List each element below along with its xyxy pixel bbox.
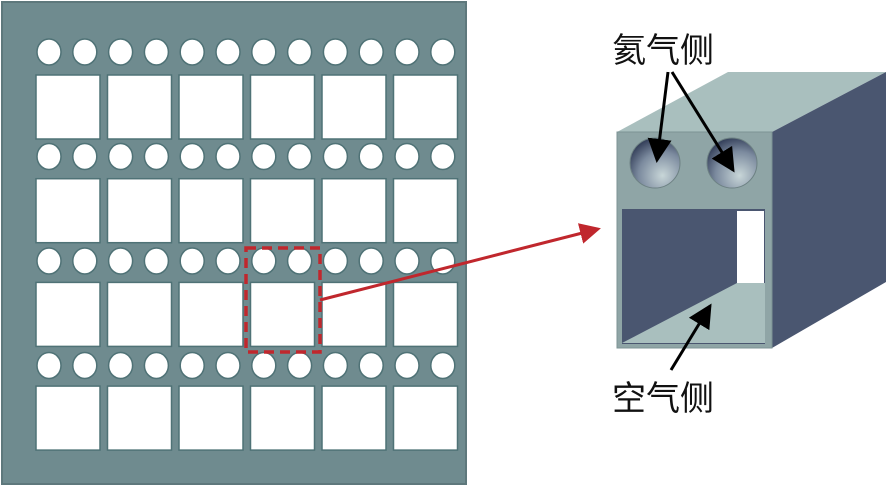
highlight-box xyxy=(244,246,322,354)
helium-hole xyxy=(72,142,98,171)
zoom-arrow xyxy=(319,223,601,302)
box-top-face xyxy=(617,72,886,132)
helium-hole xyxy=(430,142,456,171)
helium-channel-right xyxy=(706,137,758,189)
helium-hole xyxy=(107,247,134,275)
helium-hole xyxy=(251,142,277,171)
helium-hole xyxy=(286,351,313,380)
helium-hole xyxy=(358,38,384,66)
helium-hole xyxy=(36,142,62,171)
air-channel-slot xyxy=(737,211,764,283)
air-channel xyxy=(249,281,316,348)
air-channel xyxy=(35,385,101,451)
air-channel xyxy=(178,281,244,348)
helium-hole xyxy=(394,142,420,171)
helium-hole xyxy=(179,351,205,380)
helium-hole xyxy=(215,247,241,275)
air-channel xyxy=(392,385,459,451)
helium-hole xyxy=(36,247,62,275)
helium-hole xyxy=(322,38,349,66)
helium-hole xyxy=(394,38,420,66)
helium-hole xyxy=(251,247,277,275)
helium-hole xyxy=(143,38,170,66)
air-channel xyxy=(249,385,316,451)
unit-cell-3d xyxy=(616,72,886,349)
helium-hole xyxy=(179,142,205,171)
air-channel xyxy=(35,177,101,244)
helium-hole xyxy=(107,142,134,171)
helium-hole xyxy=(251,351,277,380)
helium-hole xyxy=(179,247,205,275)
helium-hole xyxy=(72,247,98,275)
helium-hole xyxy=(322,247,349,275)
air-channel xyxy=(249,74,316,140)
air-channel xyxy=(321,385,387,451)
helium-hole xyxy=(358,142,384,171)
air-channel xyxy=(178,74,244,140)
helium-arrow-left xyxy=(647,71,672,163)
air-side-label: 空气侧 xyxy=(612,379,714,419)
helium-hole xyxy=(286,38,313,66)
helium-hole xyxy=(36,351,62,380)
air-channel xyxy=(321,177,387,244)
helium-hole xyxy=(430,38,456,66)
helium-hole xyxy=(215,38,241,66)
air-channel xyxy=(392,177,459,244)
air-channel xyxy=(321,74,387,140)
helium-hole xyxy=(143,142,170,171)
air-channel xyxy=(392,281,459,348)
helium-hole xyxy=(358,351,384,380)
air-arrow xyxy=(669,303,712,371)
air-channel xyxy=(106,281,173,348)
helium-hole xyxy=(322,351,349,380)
helium-hole xyxy=(286,247,313,275)
helium-hole xyxy=(143,247,170,275)
helium-hole xyxy=(107,351,134,380)
helium-hole xyxy=(394,351,420,380)
air-channel xyxy=(392,74,459,140)
helium-hole xyxy=(72,38,98,66)
helium-hole xyxy=(358,247,384,275)
helium-side-label: 氦气侧 xyxy=(612,31,714,71)
plate-cells xyxy=(35,38,459,451)
air-channel xyxy=(35,281,101,348)
air-channel xyxy=(178,177,244,244)
air-channel xyxy=(249,177,316,244)
helium-hole xyxy=(107,38,134,66)
air-channel xyxy=(321,281,387,348)
helium-arrow-right xyxy=(670,71,735,173)
helium-hole xyxy=(215,351,241,380)
box-side-face xyxy=(772,72,886,348)
air-channel xyxy=(106,74,173,140)
helium-hole xyxy=(36,38,62,66)
helium-hole xyxy=(215,142,241,171)
helium-channel-left xyxy=(629,137,681,189)
helium-hole xyxy=(430,351,456,380)
helium-hole xyxy=(143,351,170,380)
helium-hole xyxy=(72,351,98,380)
helium-hole xyxy=(286,142,313,171)
helium-hole xyxy=(251,38,277,66)
air-channel xyxy=(106,177,173,244)
helium-hole xyxy=(322,142,349,171)
air-channel xyxy=(178,385,244,451)
helium-hole xyxy=(394,247,420,275)
air-channel xyxy=(35,74,101,140)
helium-hole xyxy=(179,38,205,66)
air-channel xyxy=(106,385,173,451)
